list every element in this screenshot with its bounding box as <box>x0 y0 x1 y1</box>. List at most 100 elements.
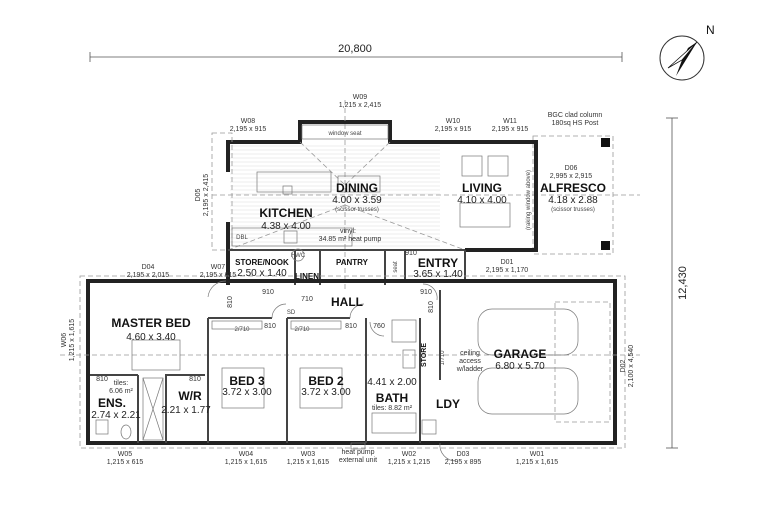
opening-id: W03 <box>301 451 316 458</box>
room-name-bed3: BED 3 <box>229 374 265 388</box>
heat-pump-note: heat pump <box>341 449 374 456</box>
opening-id: W10 <box>446 118 461 125</box>
opening-size: 2,195 x 895 <box>445 459 482 466</box>
door-size: 1/710 <box>440 350 446 366</box>
overall-depth-dimension: 12,430 <box>666 117 689 449</box>
room-name-store: STORE <box>421 343 428 367</box>
tile-area: 6.06 m² <box>109 388 133 395</box>
opening-size: 1,215 x 1,615 <box>225 459 268 466</box>
opening-size: 1,215 x 1,615 <box>287 459 330 466</box>
door-width: 710 <box>301 296 313 303</box>
room-size: 3.72 x 3.00 <box>222 387 272 398</box>
door-width: 810 <box>96 376 108 383</box>
shower <box>142 377 164 441</box>
opening-id: D01 <box>501 259 514 266</box>
opening-id: W07 <box>211 264 226 271</box>
room-size: 4.38 x 4.00 <box>261 221 311 232</box>
sink-icon <box>282 185 293 195</box>
opening-id: D06 <box>565 165 578 172</box>
overall-width-dimension: 20,800 <box>89 43 623 62</box>
north-arrow-icon: N <box>659 23 715 81</box>
width-label: 20,800 <box>338 43 372 55</box>
room-name-bath: BATH <box>376 391 408 405</box>
opening-id: D04 <box>142 264 155 271</box>
door-width: 760 <box>373 323 385 330</box>
toilet-icon <box>120 424 132 440</box>
opening-size: 2,195 x 915 <box>492 126 529 133</box>
ceiling-access-note: ceiling <box>460 350 480 357</box>
smoke-detector-label: SD <box>287 310 296 316</box>
room-name-store-nook: STORE/NOOK <box>235 258 289 267</box>
robe <box>211 320 263 330</box>
room-size: 4.10 x 4.00 <box>457 195 507 206</box>
room-size: 4.18 x 2.88 <box>548 195 598 206</box>
basin-icon <box>402 349 416 369</box>
shower-icon <box>391 319 417 343</box>
opening-id: D03 <box>457 451 470 458</box>
room-size: 2.74 x 2.21 <box>91 410 141 421</box>
room-size: 3.72 x 3.00 <box>301 387 351 398</box>
room-size: 4.00 x 3.59 <box>332 195 382 206</box>
opening-size: 1,215 x 1,615 <box>69 319 76 362</box>
door-width: 910 <box>262 289 274 296</box>
door-width: 910 <box>420 289 432 296</box>
armchair <box>461 155 483 177</box>
opening-id: W05 <box>118 451 133 458</box>
door-width: 810 <box>345 323 357 330</box>
door-width: 810 <box>264 323 276 330</box>
seat-label: seat <box>393 261 399 273</box>
room-name-master-bed: MASTER BED <box>111 316 191 330</box>
room-name-kitchen: KITCHEN <box>259 206 312 220</box>
door-width: 810 <box>189 376 201 383</box>
vanity-icon <box>95 419 109 435</box>
hwc-label: HWC <box>291 253 306 259</box>
armchair <box>487 155 509 177</box>
robe-label: 2/710 <box>294 327 310 333</box>
car-icon <box>477 367 579 415</box>
bed <box>299 367 343 409</box>
room-name-wr: W/R <box>178 389 202 403</box>
opening-size: 2,195 x 2,415 <box>203 174 210 217</box>
room-note: (scissor trusses) <box>551 207 595 213</box>
flooring-area: 34.85 m² heat pump <box>319 236 382 243</box>
sofa <box>459 202 511 228</box>
hwc-icon <box>291 248 305 262</box>
room-name-ensuite: ENS. <box>98 396 126 410</box>
opening-size: 2,995 x 2,915 <box>550 173 593 180</box>
room-name-dining: DINING <box>336 181 378 195</box>
kitchen-island <box>256 171 332 193</box>
tile-note: tiles: <box>114 380 128 387</box>
opening-id: W06 <box>61 333 68 348</box>
robe <box>290 320 342 330</box>
opening-id: D05 <box>195 188 202 201</box>
tile-area: tiles: 8.82 m² <box>372 405 413 412</box>
room-name-laundry: LDY <box>436 397 460 411</box>
fridge-label: DBL <box>236 235 248 241</box>
opening-id: W04 <box>239 451 254 458</box>
room-size: 2.21 x 1.77 <box>161 405 211 416</box>
laundry-tub-icon <box>421 419 437 435</box>
upper-exterior-wall <box>226 120 538 252</box>
heat-pump-unit <box>350 442 366 450</box>
opening-id: W08 <box>241 118 256 125</box>
room-name-pantry: PANTRY <box>336 258 369 267</box>
bed <box>221 367 265 409</box>
post-icon <box>601 241 610 250</box>
room-size: 4.60 x 3.40 <box>126 332 176 343</box>
dining-table <box>337 175 381 193</box>
room-name-alfresco: ALFRESCO <box>540 181 606 195</box>
opening-size: 2,195 x 2,015 <box>127 272 170 279</box>
opening-size: 1,215 x 615 <box>107 459 144 466</box>
vinyl-floor-hatch <box>230 145 440 247</box>
opening-id: W11 <box>503 118 517 125</box>
door-width: 910 <box>405 250 417 257</box>
room-size: 2.50 x 1.40 <box>237 268 287 279</box>
room-name-bed2: BED 2 <box>308 374 344 388</box>
door-width: 810 <box>428 301 435 313</box>
door-swings <box>207 280 457 462</box>
room-name-linen: LINEN <box>295 272 319 281</box>
room-size: 6.80 x 5.70 <box>495 361 545 372</box>
opening-id: W02 <box>402 451 417 458</box>
opening-size: 2,195 x 915 <box>230 126 267 133</box>
